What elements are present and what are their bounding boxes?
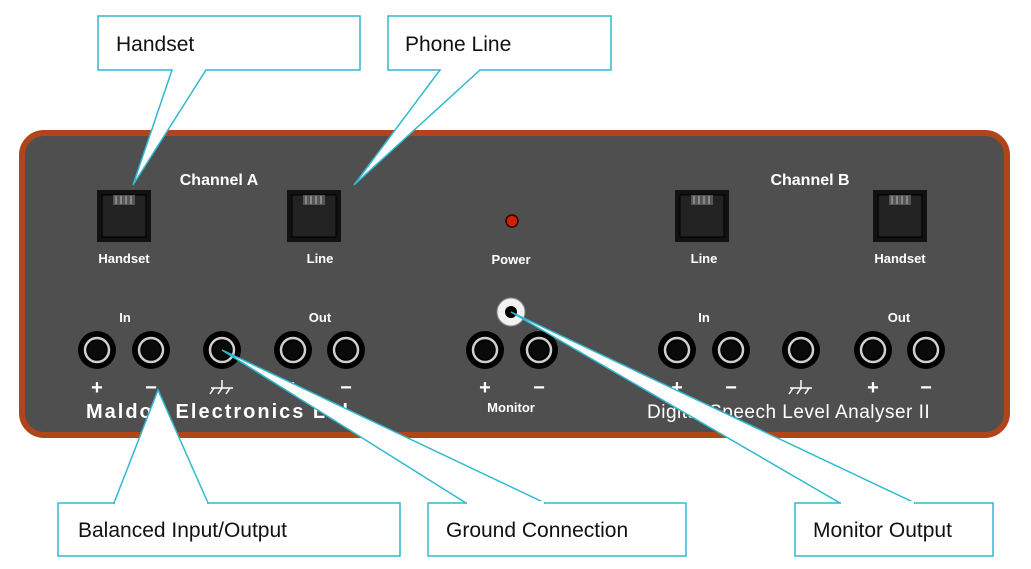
- power-led: [505, 214, 519, 228]
- out-b-label: Out: [888, 310, 911, 325]
- callout-balanced: Balanced Input/Output: [57, 388, 401, 557]
- socket-a-out-minus: [327, 331, 365, 369]
- socket-a-in-minus: [132, 331, 170, 369]
- sign-b-out-minus: −: [920, 377, 932, 399]
- socket-b-in-plus: [658, 331, 696, 369]
- handset-b-label: Handset: [874, 251, 926, 266]
- socket-b-ground: [782, 331, 820, 369]
- line-a-jack: [287, 190, 341, 242]
- in-a-label: In: [119, 310, 131, 325]
- power-label: Power: [491, 252, 530, 267]
- callout-handset-text: Handset: [116, 33, 194, 56]
- in-b-label: In: [698, 310, 710, 325]
- line-b-jack: [675, 190, 729, 242]
- sign-b-in-plus: +: [671, 377, 683, 399]
- callout-ground-text: Ground Connection: [446, 519, 628, 542]
- callout-phone-line: Phone Line: [353, 15, 612, 186]
- out-a-label: Out: [309, 310, 332, 325]
- socket-b-out-minus: [907, 331, 945, 369]
- callout-phone-line-text: Phone Line: [405, 33, 511, 56]
- line-a-label: Line: [307, 251, 334, 266]
- socket-monitor-minus: [520, 331, 558, 369]
- handset-b-jack: [873, 190, 927, 242]
- line-b-label: Line: [691, 251, 718, 266]
- sign-b-out-plus: +: [867, 377, 879, 399]
- ground-symbol-a-icon: [209, 380, 233, 395]
- socket-monitor-plus: [466, 331, 504, 369]
- ground-symbol-b-icon: [788, 380, 812, 395]
- channel-a-label: Channel A: [180, 172, 259, 189]
- callout-ground: Ground Connection: [221, 349, 687, 557]
- device-panel: [19, 130, 1010, 438]
- handset-a-jack: [97, 190, 151, 242]
- handset-a-label: Handset: [98, 251, 150, 266]
- callout-handset: Handset: [97, 15, 361, 186]
- channel-b-label: Channel B: [770, 172, 849, 189]
- socket-a-in-plus: [78, 331, 116, 369]
- sign-b-in-minus: −: [725, 377, 737, 399]
- callout-monitor: Monitor Output: [510, 311, 994, 557]
- monitor-label: Monitor: [487, 400, 535, 415]
- sign-a-out-minus: −: [340, 377, 352, 399]
- sign-a-in-minus: −: [145, 377, 157, 399]
- sign-a-in-plus: +: [91, 377, 103, 399]
- sign-monitor-plus: +: [479, 377, 491, 399]
- callout-monitor-text: Monitor Output: [813, 519, 952, 542]
- callout-balanced-text: Balanced Input/Output: [78, 519, 287, 542]
- socket-b-in-minus: [712, 331, 750, 369]
- sign-monitor-minus: −: [533, 377, 545, 399]
- socket-a-out-plus: [274, 331, 312, 369]
- socket-b-out-plus: [854, 331, 892, 369]
